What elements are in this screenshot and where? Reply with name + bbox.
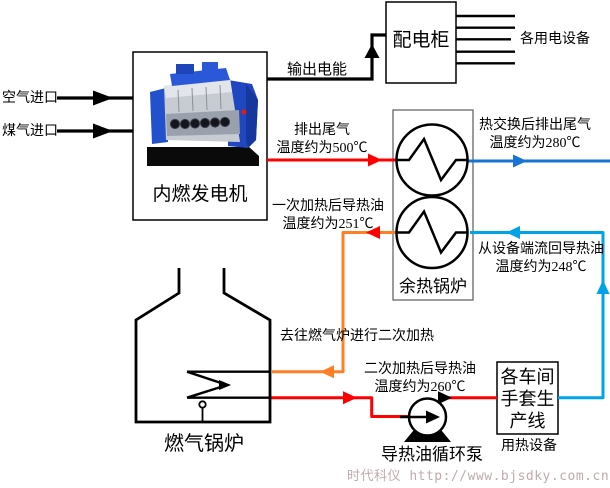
air-inlet-arrow-icon <box>93 90 113 106</box>
exhaust-500-label: 排出尾气 温度约为500℃ <box>262 122 382 158</box>
oil-260-label: 二次加热后导热油 温度约为260℃ <box>360 361 480 397</box>
workshop-line3: 产线 <box>509 411 546 431</box>
pump-icon <box>400 397 451 442</box>
workshop-label: 各车间 手套生 产线 <box>497 366 558 432</box>
oil-to-pump-line <box>270 396 409 418</box>
exhaust-500-line1: 排出尾气 <box>294 123 350 138</box>
power-up-arrow-icon <box>364 44 380 58</box>
watermark: 时代科仪 http://www.bjsdky.com.cn <box>347 469 610 484</box>
cabinet-label: 配电柜 <box>392 30 450 51</box>
heat-devices-label: 用热设备 <box>501 439 557 454</box>
coil-arrow-icon <box>219 380 231 390</box>
oil-into-boiler-arrow-icon <box>320 365 334 379</box>
gas-inlet-arrow-icon <box>93 123 113 139</box>
oil-260-line1: 二次加热后导热油 <box>364 362 476 377</box>
engine-photo <box>147 62 259 166</box>
return-left-arrow-icon <box>506 226 520 239</box>
oil-251-label: 一次加热后导热油 温度约为251℃ <box>270 198 386 234</box>
gas-inlet-label: 煤气进口 <box>2 124 58 139</box>
distribution-cabinet-box <box>385 1 457 84</box>
after-hx-line1: 热交换后排出尾气 <box>479 118 591 133</box>
exhaust-500-line2: 温度约为500℃ <box>276 141 368 156</box>
after-hx-line2: 温度约为280℃ <box>489 136 581 151</box>
air-inlet-label: 空气进口 <box>2 91 58 106</box>
oil-to-gas-boiler-line <box>272 231 396 374</box>
cool-exhaust-arrow-icon <box>513 154 527 168</box>
burner-icon <box>198 400 207 409</box>
hot-exhaust-arrow-icon <box>368 153 382 167</box>
pump-label: 导热油循环泵 <box>381 445 483 464</box>
oil-251-line1: 一次加热后导热油 <box>272 199 384 214</box>
oil-248-label: 从设备端流回导热油 温度约为248℃ <box>478 241 604 277</box>
return-up-arrow-icon <box>596 280 610 294</box>
to-boiler-label: 去往燃气炉进行二次加热 <box>280 329 434 344</box>
oil-260-line2: 温度约为260℃ <box>374 380 466 395</box>
heat-exchanger-top-icon <box>395 123 469 197</box>
gas-boiler-icon <box>134 268 272 424</box>
cabinet-feeder-lines <box>456 14 515 65</box>
electric-devices-label: 各用电设备 <box>520 32 590 47</box>
oil-return-line <box>470 231 605 400</box>
heat-exchanger-bottom-icon <box>395 195 469 270</box>
oil-248-line1: 从设备端流回导热油 <box>478 242 604 257</box>
engine-label: 内燃发电机 <box>152 184 248 205</box>
whb-label: 余热锅炉 <box>399 277 467 296</box>
gas-boiler-label: 燃气锅炉 <box>164 433 244 455</box>
workshop-line2: 手套生 <box>500 389 555 409</box>
boiler-out-arrow-icon <box>343 391 357 405</box>
oil-out-arrow-icon <box>366 226 380 239</box>
after-hx-label: 热交换后排出尾气 温度约为280℃ <box>475 117 595 153</box>
oil-248-line2: 温度约为248℃ <box>495 260 587 275</box>
oil-251-line2: 温度约为251℃ <box>282 217 374 232</box>
pump-discharge-arrow-icon <box>438 391 452 405</box>
workshop-line1: 各车间 <box>500 367 555 387</box>
output-power-label: 输出电能 <box>287 62 348 78</box>
